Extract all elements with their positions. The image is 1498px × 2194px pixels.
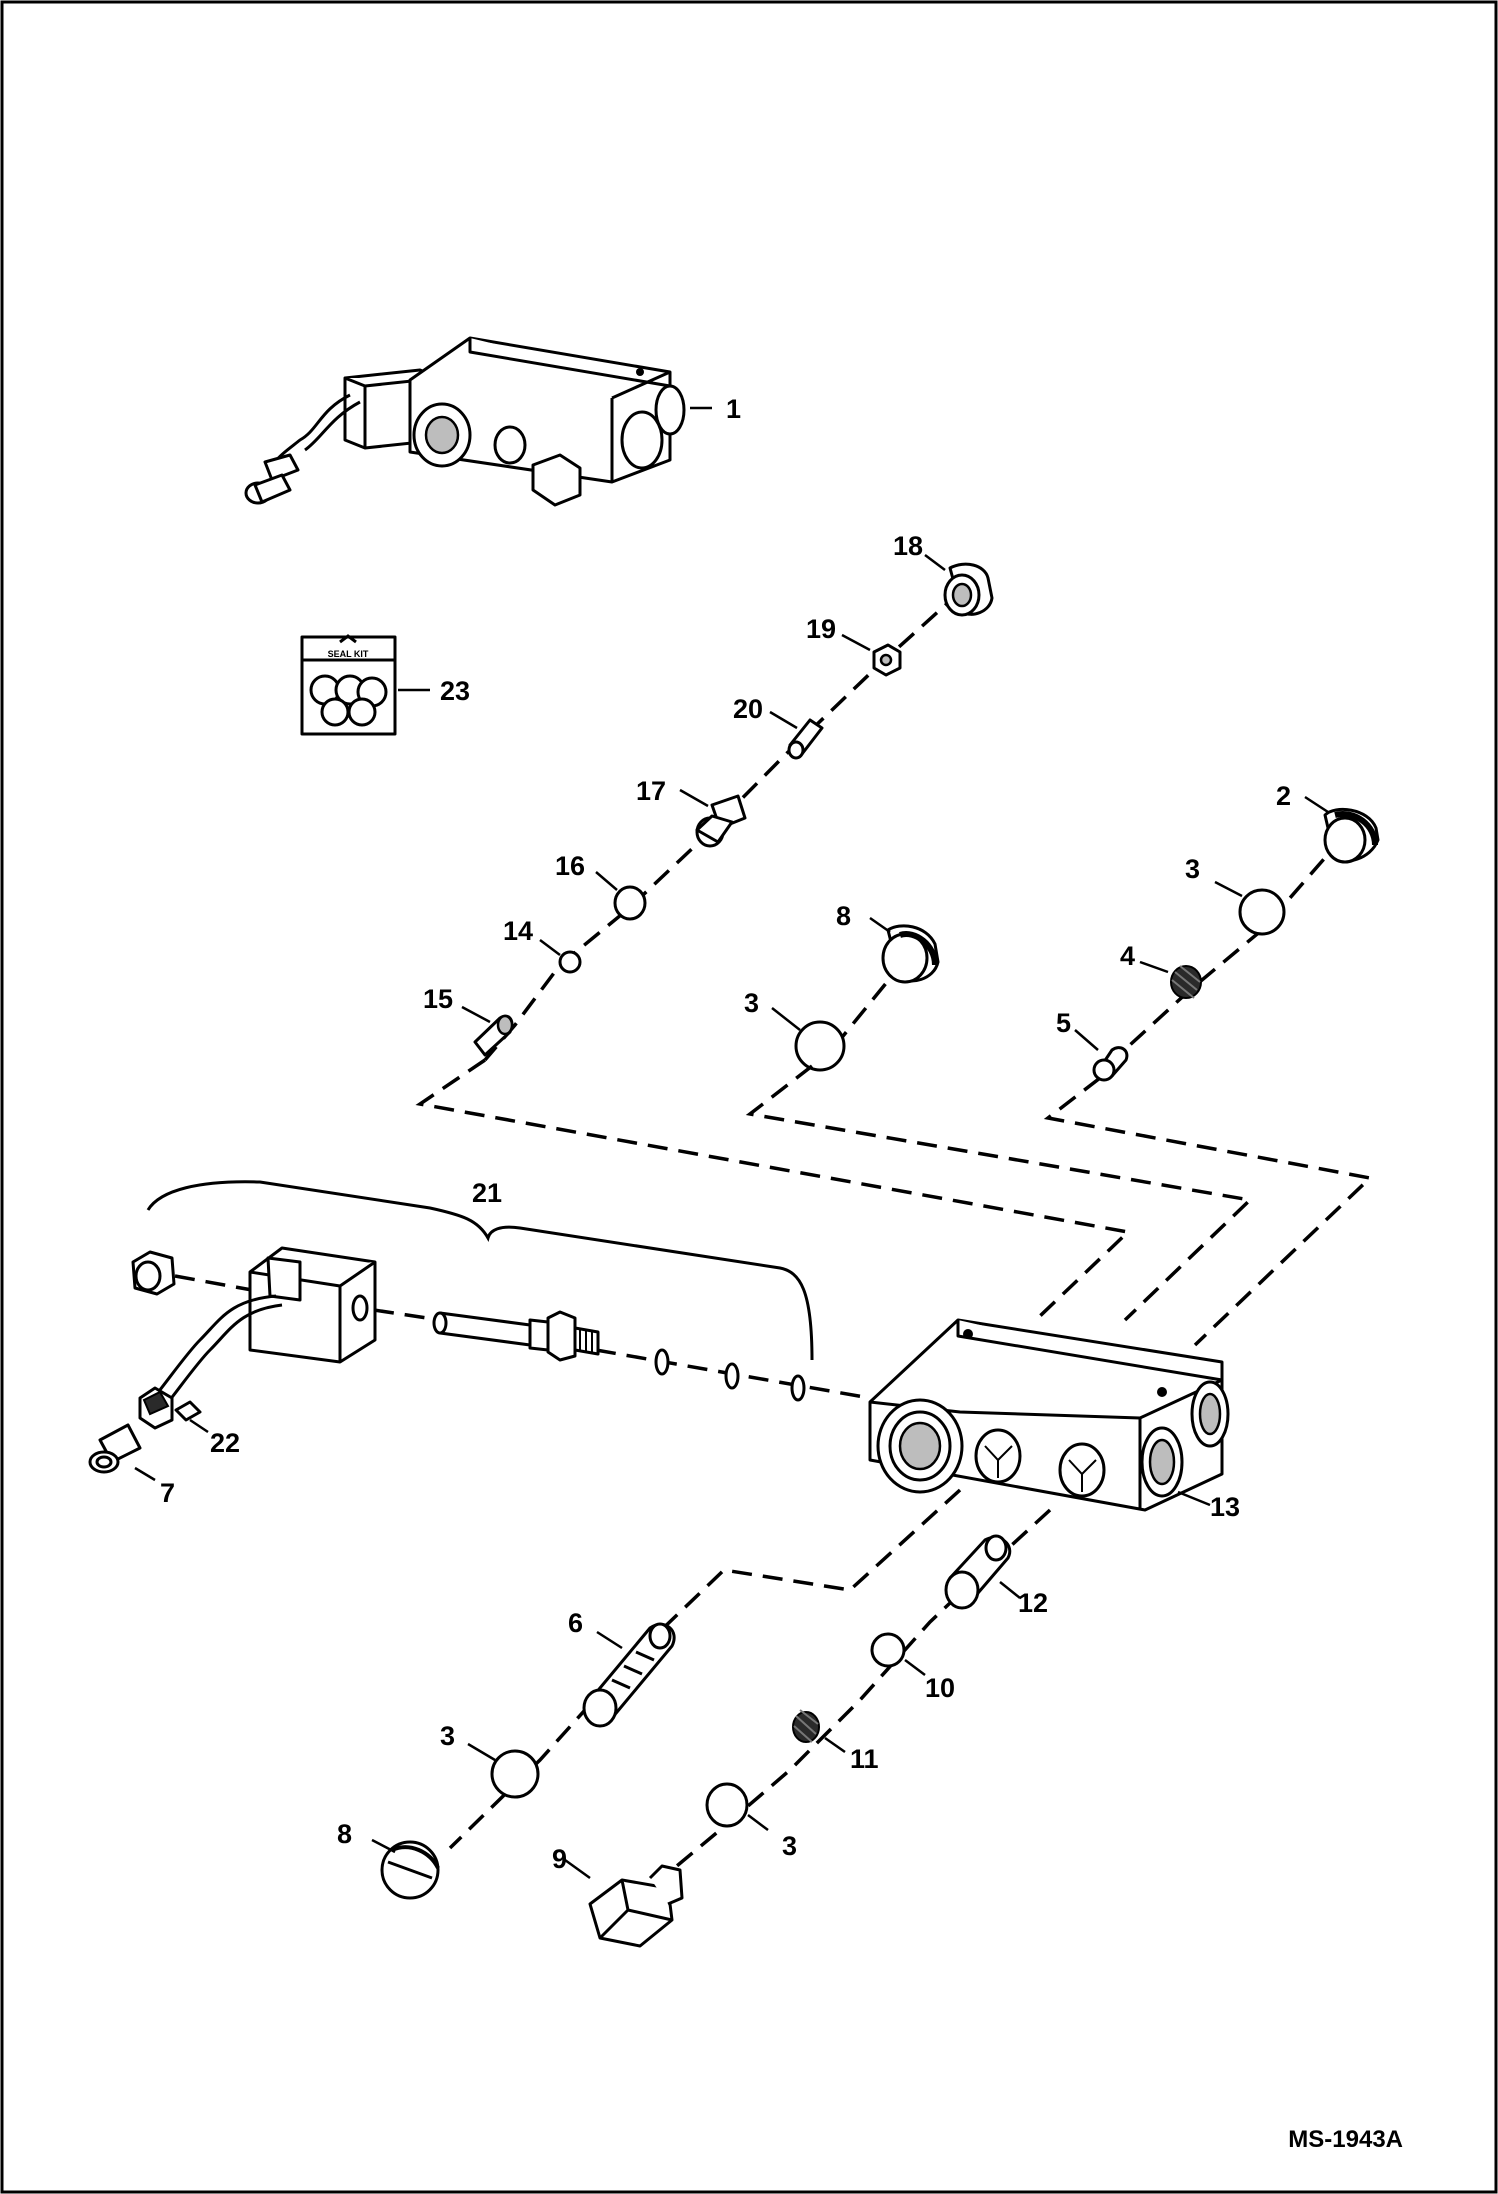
- callout-21: 21: [472, 1178, 502, 1208]
- callout-3-lower-left: 3: [440, 1721, 455, 1751]
- leader-3-lower-right: [747, 1814, 769, 1831]
- solenoid-coil-item-21: [248, 1246, 377, 1364]
- callout-11: 11: [850, 1744, 879, 1774]
- assembly-route-c: [1043, 1076, 1374, 1347]
- o-ring-21-c: [790, 1374, 806, 1402]
- seal-kit-label: SEAL KIT: [328, 649, 369, 659]
- plug-item-8-upper: [881, 924, 940, 984]
- leader-12: [999, 1581, 1021, 1599]
- spool-item-6: [582, 1622, 676, 1728]
- callout-3-right: 3: [1185, 854, 1200, 884]
- callout-12: 12: [1018, 1588, 1048, 1618]
- plug-item-18: [943, 562, 994, 617]
- terminal-item-7: [88, 1423, 142, 1474]
- callout-6: 6: [568, 1608, 583, 1638]
- callout-2: 2: [1276, 781, 1291, 811]
- assembly-route-a: [415, 1058, 1132, 1318]
- o-ring-item-3-mid: [794, 1020, 846, 1072]
- o-ring-item-16: [613, 885, 647, 921]
- leader-8-lower: [371, 1838, 396, 1854]
- callout-3-mid: 3: [744, 988, 759, 1018]
- callout-3-lower-right: 3: [782, 1831, 797, 1861]
- pin-item-20: [787, 718, 824, 760]
- brace-21: [146, 1180, 814, 1361]
- callout-15: 15: [423, 984, 453, 1014]
- spring-item-4: [1170, 965, 1202, 999]
- plug-item-9: [588, 1864, 684, 1948]
- leader-3-mid: [771, 1007, 801, 1031]
- leader-17: [679, 788, 709, 808]
- leader-14: [539, 939, 561, 956]
- poppet-item-5: [1092, 1046, 1129, 1082]
- assembly-path-coil: [373, 1308, 441, 1322]
- callout-13: 13: [1210, 1492, 1240, 1522]
- plug-item-2: [1323, 807, 1380, 864]
- leader-2: [1304, 795, 1329, 814]
- leader-5: [1074, 1029, 1099, 1051]
- callout-8-lower: 8: [337, 1819, 352, 1849]
- assembly-route-b: [745, 1064, 1254, 1322]
- o-ring-item-3-right: [1238, 888, 1286, 936]
- callout-16: 16: [555, 851, 585, 881]
- leader-6: [596, 1630, 623, 1650]
- callout-8-upper: 8: [836, 901, 851, 931]
- leader-3-right: [1214, 880, 1243, 898]
- assembly-path-nut: [174, 1274, 253, 1292]
- callout-4: 4: [1120, 941, 1135, 971]
- sleeve-item-12: [944, 1534, 1012, 1610]
- o-ring-item-3-lower-right: [705, 1782, 749, 1828]
- leader-16: [595, 871, 618, 891]
- nut-item-21: [131, 1250, 176, 1296]
- leader-3-lower-left: [467, 1742, 496, 1762]
- spring-item-11: [792, 1709, 820, 1743]
- callout-20: 20: [733, 694, 763, 724]
- valve-body-item-13: [868, 1318, 1230, 1512]
- leader-13: [1177, 1490, 1211, 1507]
- figure-id: MS-1943A: [1288, 2126, 1403, 2153]
- leader-10: [904, 1659, 926, 1676]
- o-ring-21-b: [724, 1362, 740, 1390]
- valve-stem-item-21: [432, 1310, 600, 1362]
- o-ring-item-10: [870, 1632, 906, 1668]
- leader-7: [134, 1466, 156, 1482]
- poppet-item-15: [473, 1014, 514, 1057]
- callout-1: 1: [726, 394, 741, 424]
- leader-15: [461, 1005, 491, 1024]
- ball-item-14: [558, 950, 582, 974]
- valve-assembly-item-1: [244, 336, 686, 507]
- assembly-path-a: [483, 590, 962, 1062]
- o-ring-21-a: [654, 1348, 670, 1376]
- connector-item-22: [138, 1386, 202, 1430]
- assembly-path-c: [1106, 834, 1346, 1067]
- callout-18: 18: [893, 531, 923, 561]
- callout-10: 10: [925, 1673, 955, 1703]
- leader-20: [769, 710, 798, 730]
- leader-22: [189, 1418, 209, 1434]
- callout-9: 9: [552, 1844, 567, 1874]
- callout-14: 14: [503, 916, 533, 946]
- plug-item-8-lower: [380, 1840, 440, 1900]
- nut-item-19: [872, 643, 902, 677]
- callout-22: 22: [210, 1428, 240, 1458]
- callout-19: 19: [806, 614, 836, 644]
- leader-4: [1139, 960, 1169, 974]
- o-ring-item-3-lower-left: [490, 1749, 540, 1799]
- fitting-item-17: [695, 794, 747, 848]
- leader-8-upper: [869, 916, 891, 934]
- leader-19: [841, 633, 871, 652]
- leader-9: [564, 1858, 591, 1880]
- seal-kit-item-23: SEAL KIT: [300, 634, 397, 736]
- callout-17: 17: [636, 776, 666, 806]
- callout-5: 5: [1056, 1008, 1071, 1038]
- leader-11: [824, 1736, 846, 1754]
- leader-18: [924, 554, 946, 571]
- callout-23: 23: [440, 676, 470, 706]
- callout-7: 7: [160, 1478, 175, 1508]
